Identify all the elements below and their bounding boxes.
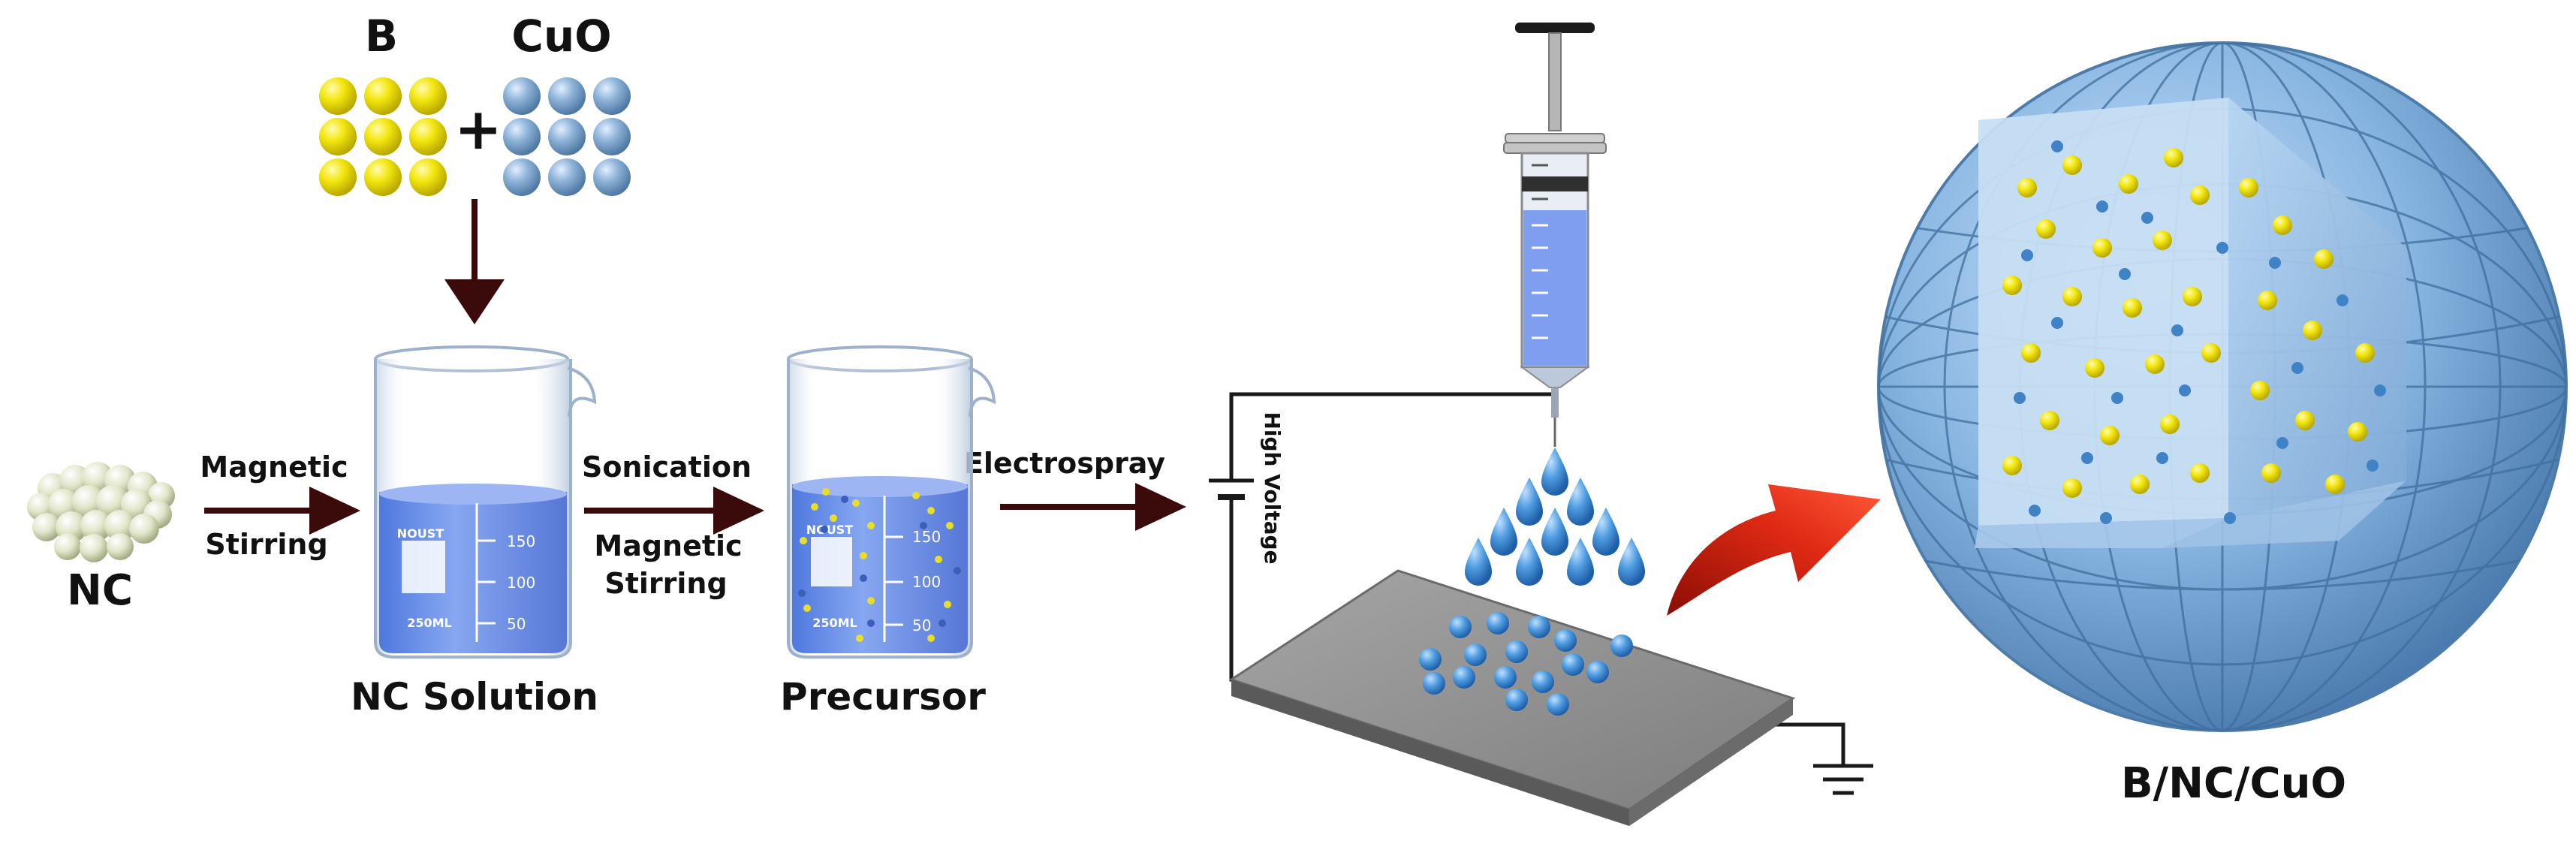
spray-droplets <box>1465 448 1645 586</box>
cuo-particle-grid <box>503 77 631 196</box>
arrow-down-to-beaker <box>444 199 505 324</box>
label-plus: + <box>454 95 502 162</box>
beaker-nc-solution: NOUST 250ML 150 100 50 <box>374 345 597 659</box>
boron-particle-grid <box>319 77 447 196</box>
label-product: B/NC/CuO <box>2121 759 2346 808</box>
beaker2-volume: 250ML <box>812 616 857 630</box>
precursor-particles <box>798 488 961 642</box>
label-magnetic: Magnetic <box>200 451 348 484</box>
collector-plate <box>1228 569 1796 826</box>
label-nc-solution: NC Solution <box>351 675 598 719</box>
product-sphere <box>1877 41 2568 732</box>
syringe <box>1503 23 1607 447</box>
label-stirring-2: Stirring <box>604 567 727 600</box>
beaker-precursor: NOUST 250ML 150 100 50 <box>787 345 996 659</box>
beaker2-tick-150: 150 <box>912 528 941 546</box>
embedded-particles <box>2002 140 2386 524</box>
nc-cluster <box>27 462 175 562</box>
label-electrospray: Electrospray <box>964 447 1165 480</box>
label-sonication: Sonication <box>582 451 752 484</box>
label-precursor: Precursor <box>780 675 986 719</box>
arrow-precursor-to-electrospray <box>1000 483 1186 531</box>
label-boron: B <box>365 11 398 62</box>
label-stirring: Stirring <box>205 528 327 561</box>
beaker1-tick-100: 100 <box>507 574 535 592</box>
label-high-voltage: High Voltage <box>1260 411 1285 564</box>
label-nc: NC <box>67 566 133 615</box>
deposited-particles <box>1419 612 1633 716</box>
beaker1-tick-150: 150 <box>507 532 535 550</box>
arrow-nc-to-solution <box>204 487 360 535</box>
red-curved-arrow <box>1667 484 1881 616</box>
beaker1-volume: 250ML <box>407 616 452 630</box>
label-cuo: CuO <box>511 11 611 62</box>
beaker2-tick-100: 100 <box>912 573 941 591</box>
label-magnetic-2: Magnetic <box>594 529 742 562</box>
beaker2-tick-50: 50 <box>912 616 931 635</box>
arrow-solution-to-precursor <box>584 487 764 535</box>
beaker1-brand: NOUST <box>397 526 444 541</box>
beaker1-tick-50: 50 <box>507 615 526 633</box>
beaker2-brand: NOUST <box>806 523 854 537</box>
